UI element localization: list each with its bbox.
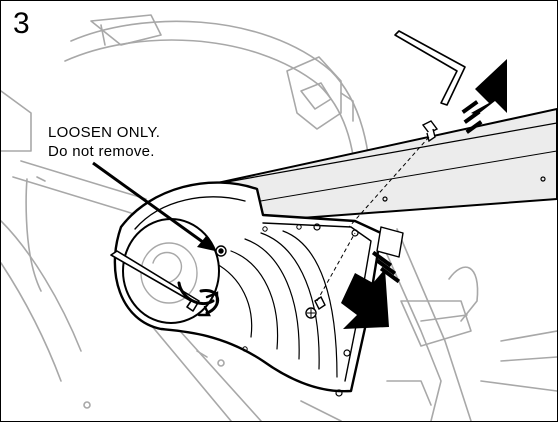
up-arrow-icon [461, 59, 507, 134]
callout-text: LOOSEN ONLY. Do not remove. [48, 123, 160, 161]
step-number: 3 [13, 7, 30, 40]
hub-cover-plate [113, 181, 404, 397]
callout-line-2: Do not remove. [48, 143, 155, 160]
callout-line-1: LOOSEN ONLY. [48, 124, 161, 141]
allen-key-icon [394, 30, 466, 106]
rotate-arrow-icon [177, 281, 219, 317]
down-arrow-icon [341, 250, 401, 329]
ghost-machine [1, 14, 557, 421]
callout-pointer-icon [92, 161, 215, 251]
removal-guide-lines [316, 136, 430, 302]
